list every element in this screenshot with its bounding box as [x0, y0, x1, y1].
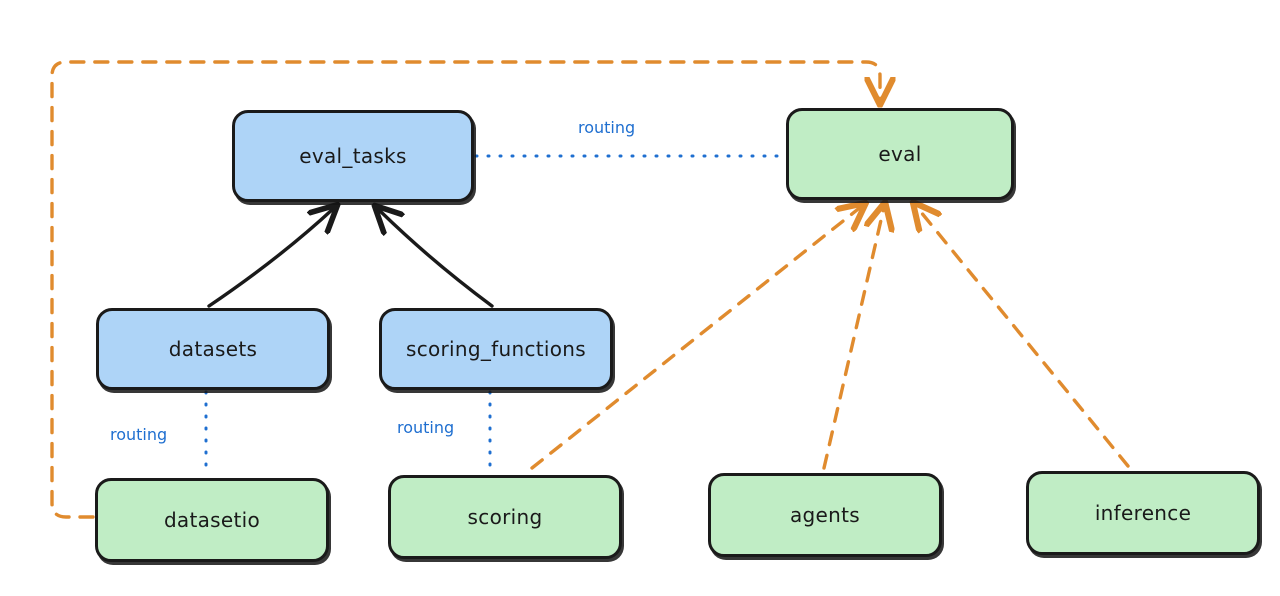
node-label: datasetio: [163, 508, 261, 532]
edge-datasets-to-eval_tasks: [207, 208, 334, 308]
node-label: inference: [1094, 501, 1192, 525]
node-scoring-functions[interactable]: scoring_functions: [379, 308, 613, 390]
edge-scoring_functions-to-eval_tasks: [378, 209, 494, 308]
edge-label-routing-eval-tasks-eval: routing: [578, 118, 636, 137]
node-eval[interactable]: eval: [786, 108, 1014, 200]
node-label: agents: [790, 503, 860, 527]
edge-agents-to-eval: [822, 207, 884, 470]
edge-datasetio-to-eval: [50, 60, 880, 519]
edge-label-routing-datasets-datasetio: routing: [110, 425, 168, 444]
edge-inference-to-eval: [916, 206, 1130, 468]
node-label: eval: [878, 142, 922, 166]
node-datasets[interactable]: datasets: [96, 308, 330, 390]
node-label: scoring_functions: [405, 337, 587, 361]
node-label: scoring: [467, 505, 543, 529]
node-scoring[interactable]: scoring: [388, 475, 622, 559]
node-datasetio[interactable]: datasetio: [95, 478, 329, 562]
edge-label-routing-scoring-functions-scoring: routing: [397, 418, 455, 437]
node-inference[interactable]: inference: [1026, 471, 1260, 555]
node-label: eval_tasks: [299, 144, 407, 168]
node-agents[interactable]: agents: [708, 473, 942, 557]
node-eval-tasks[interactable]: eval_tasks: [232, 110, 474, 202]
node-label: datasets: [168, 337, 258, 361]
